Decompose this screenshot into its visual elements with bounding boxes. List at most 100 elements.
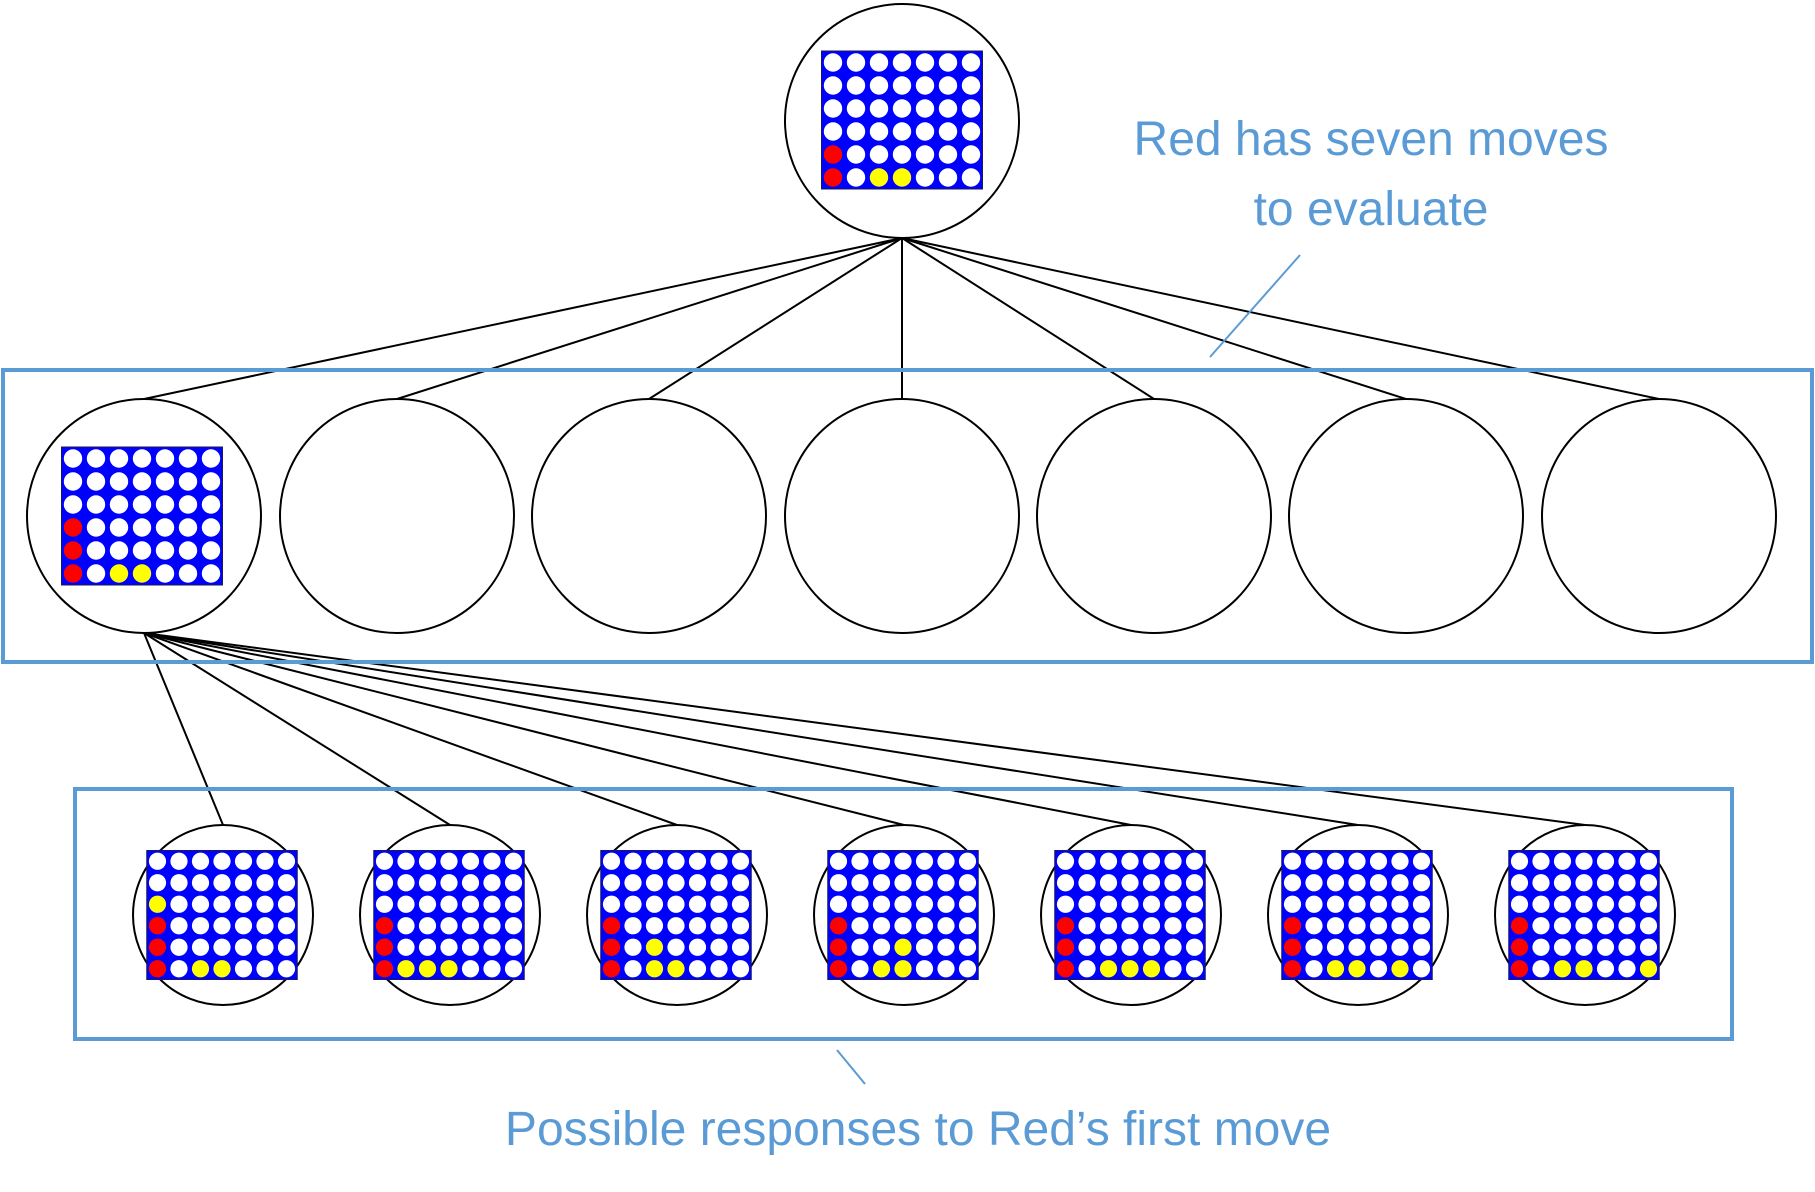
empty-slot — [938, 168, 958, 187]
empty-slot — [731, 895, 750, 913]
empty-slot — [178, 449, 198, 468]
response-3-board-frame — [600, 850, 752, 980]
empty-slot — [440, 917, 458, 935]
red-disc — [829, 917, 848, 935]
empty-slot — [1639, 895, 1658, 913]
yellow-disc — [397, 960, 415, 978]
empty-slot — [1164, 917, 1182, 935]
edge-move1-to-response-4 — [143, 632, 905, 826]
empty-slot — [63, 495, 83, 514]
empty-slot — [1142, 917, 1161, 935]
empty-slot — [1532, 852, 1550, 870]
red-disc — [63, 564, 83, 583]
empty-slot — [846, 122, 866, 141]
red-disc — [1056, 938, 1075, 956]
level1-group-box — [1, 368, 1814, 664]
empty-slot — [201, 449, 221, 468]
empty-slot — [1326, 917, 1345, 935]
empty-slot — [86, 564, 106, 583]
empty-slot — [1348, 874, 1366, 892]
empty-slot — [440, 874, 458, 892]
empty-slot — [1121, 852, 1139, 870]
empty-slot — [731, 960, 750, 978]
empty-slot — [418, 895, 437, 913]
empty-slot — [1078, 895, 1096, 913]
empty-slot — [1348, 852, 1366, 870]
empty-slot — [375, 874, 394, 892]
edge-root-to-move-6 — [901, 237, 1407, 400]
empty-slot — [1391, 852, 1409, 870]
empty-slot — [213, 938, 231, 956]
empty-slot — [1305, 917, 1323, 935]
red-disc — [602, 938, 621, 956]
empty-slot — [418, 938, 437, 956]
empty-slot — [1185, 895, 1204, 913]
empty-slot — [213, 917, 231, 935]
empty-slot — [504, 895, 523, 913]
empty-slot — [1369, 852, 1388, 870]
empty-slot — [440, 852, 458, 870]
empty-slot — [1185, 852, 1204, 870]
empty-slot — [829, 895, 848, 913]
empty-slot — [1618, 852, 1636, 870]
move-node-5 — [1036, 398, 1272, 634]
empty-slot — [191, 874, 210, 892]
empty-slot — [63, 449, 83, 468]
empty-slot — [277, 917, 296, 935]
empty-slot — [256, 960, 274, 978]
response-4-board — [827, 850, 979, 980]
empty-slot — [1326, 895, 1345, 913]
empty-slot — [892, 76, 912, 95]
empty-slot — [731, 874, 750, 892]
empty-slot — [892, 122, 912, 141]
empty-slot — [418, 917, 437, 935]
yellow-disc — [872, 960, 891, 978]
empty-slot — [1412, 917, 1431, 935]
empty-slot — [148, 874, 167, 892]
empty-slot — [170, 960, 188, 978]
empty-slot — [440, 895, 458, 913]
response-1-board — [146, 850, 298, 980]
empty-slot — [1078, 960, 1096, 978]
empty-slot — [191, 917, 210, 935]
empty-slot — [170, 938, 188, 956]
empty-slot — [256, 874, 274, 892]
move-node-7 — [1541, 398, 1777, 634]
empty-slot — [915, 122, 935, 141]
empty-slot — [602, 874, 621, 892]
empty-slot — [201, 518, 221, 537]
empty-slot — [86, 472, 106, 491]
empty-slot — [846, 76, 866, 95]
empty-slot — [1391, 874, 1409, 892]
empty-slot — [132, 472, 152, 491]
yellow-disc — [1639, 960, 1658, 978]
empty-slot — [132, 541, 152, 560]
empty-slot — [1575, 917, 1593, 935]
empty-slot — [1056, 852, 1075, 870]
edge-move1-to-response-5 — [143, 632, 1132, 826]
yellow-disc — [132, 564, 152, 583]
empty-slot — [1391, 895, 1409, 913]
empty-slot — [234, 874, 253, 892]
empty-slot — [667, 917, 685, 935]
empty-slot — [1164, 852, 1182, 870]
response-4-board-frame — [827, 850, 979, 980]
empty-slot — [823, 76, 843, 95]
empty-slot — [1283, 874, 1302, 892]
empty-slot — [1553, 852, 1572, 870]
empty-slot — [1596, 852, 1615, 870]
empty-slot — [234, 960, 253, 978]
yellow-disc — [645, 960, 664, 978]
empty-slot — [688, 938, 707, 956]
empty-slot — [829, 852, 848, 870]
empty-slot — [961, 145, 981, 164]
empty-slot — [1078, 917, 1096, 935]
empty-slot — [1596, 917, 1615, 935]
empty-slot — [872, 917, 891, 935]
red-disc — [602, 917, 621, 935]
empty-slot — [892, 53, 912, 72]
empty-slot — [178, 564, 198, 583]
empty-slot — [397, 917, 415, 935]
empty-slot — [63, 472, 83, 491]
empty-slot — [1099, 895, 1118, 913]
